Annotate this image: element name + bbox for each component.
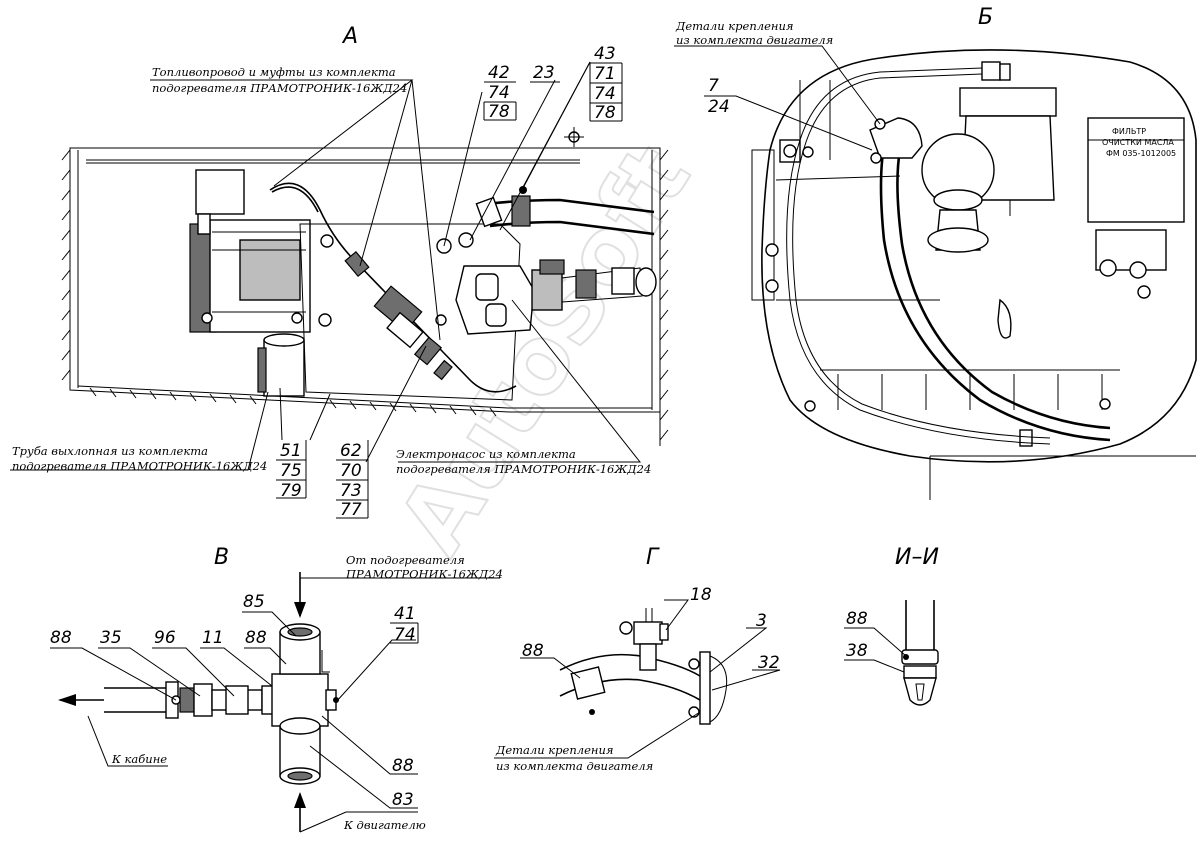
- electro-pump: [455, 259, 657, 335]
- callout-11: 11: [202, 628, 224, 648]
- view-v-title: В: [214, 545, 229, 570]
- svg-text:62: 62: [340, 441, 362, 461]
- view-b-title: Б: [978, 5, 993, 30]
- callout-23: 23: [533, 63, 555, 83]
- svg-text:73: 73: [340, 481, 362, 501]
- svg-text:78: 78: [488, 102, 510, 122]
- exhaust-note-2: подогревателя ПРАМОТРОНИК-16ЖД24: [12, 459, 267, 473]
- fuel-line-note-2: подогревателя ПРАМОТРОНИК-16ЖД24: [152, 81, 407, 95]
- callout-stack-41: 41 74: [390, 604, 419, 645]
- fuel-line: [269, 182, 517, 393]
- svg-text:7: 7: [708, 76, 719, 96]
- pump-note-2: подогревателя ПРАМОТРОНИК-16ЖД24: [396, 462, 651, 476]
- heater-hose: [869, 117, 1111, 442]
- view-a-wall-hatch: [61, 149, 669, 441]
- filter-plate-1: ФИЛЬТР: [1112, 127, 1146, 136]
- callout-stack-51: 51 75 79: [276, 440, 307, 501]
- svg-text:74: 74: [394, 625, 416, 645]
- engine-note-g-1: Детали крепления: [495, 743, 613, 757]
- from-heater-note-1: От подогревателя: [346, 553, 465, 567]
- svg-text:71: 71: [594, 64, 616, 84]
- callout-88-right: 88: [392, 756, 414, 776]
- callout-85: 85: [243, 592, 265, 612]
- callout-3: 3: [756, 611, 767, 631]
- callout-83: 83: [392, 790, 414, 810]
- svg-text:70: 70: [340, 461, 362, 481]
- fuel-line-note-1: Топливопровод и муфты из комплекта: [152, 65, 396, 79]
- svg-text:79: 79: [280, 481, 302, 501]
- exhaust-note-1: Труба выхлопная из комплекта: [12, 444, 208, 458]
- filter-plate-3: ФМ 035-1012005: [1106, 149, 1176, 158]
- view-g-title: Г: [646, 545, 660, 570]
- oil-filter: ФИЛЬТР ОЧИСТКИ МАСЛА ФМ 035-1012005: [959, 87, 1185, 299]
- view-b-outline: [761, 49, 1197, 463]
- svg-text:51: 51: [280, 441, 302, 461]
- svg-text:74: 74: [488, 83, 510, 103]
- filler-cap: [921, 133, 1012, 339]
- view-b: Б ФИЛЬТР ОЧИСТКИ МАСЛА ФМ 035-1012005: [674, 5, 1197, 500]
- view-ii: И–И 88 38: [844, 545, 939, 706]
- engine-note-2: из комплекта двигателя: [676, 33, 833, 47]
- callout-stack-42: 42 74 78: [483, 63, 517, 122]
- engine-note-1: Детали крепления: [675, 19, 793, 33]
- callout-32: 32: [758, 653, 780, 673]
- to-engine-label: К двигателю: [343, 818, 426, 832]
- svg-text:75: 75: [280, 461, 302, 481]
- view-v: В: [50, 545, 503, 833]
- heater-unit: [189, 169, 521, 401]
- from-heater-note-2: ПРАМОТРОНИК-16ЖД24: [345, 567, 503, 581]
- callout-35: 35: [100, 628, 122, 648]
- engine-note-g-2: из комплекта двигателя: [496, 759, 653, 773]
- callout-stack-7: 7 24: [704, 76, 736, 117]
- callout-88-top: 88: [245, 628, 267, 648]
- svg-text:78: 78: [594, 103, 616, 123]
- svg-text:43: 43: [594, 44, 616, 64]
- coolant-hose: [475, 186, 655, 236]
- callout-stack-62: 62 70 73 77: [336, 440, 369, 520]
- svg-text:42: 42: [488, 63, 510, 83]
- view-ii-title: И–И: [895, 545, 939, 570]
- exhaust-pipe: [257, 333, 305, 397]
- filter-plate-2: ОЧИСТКИ МАСЛА: [1102, 138, 1174, 147]
- svg-text:77: 77: [340, 500, 362, 520]
- callout-96: 96: [154, 628, 176, 648]
- callout-88-g: 88: [522, 641, 544, 661]
- callout-18: 18: [690, 585, 712, 605]
- callout-88-left: 88: [50, 628, 72, 648]
- svg-text:74: 74: [594, 84, 616, 104]
- view-a: А: [10, 24, 669, 520]
- callout-stack-43: 43 71 74 78: [589, 44, 623, 123]
- view-a-housing: [69, 147, 661, 413]
- callout-38: 38: [846, 641, 868, 661]
- view-a-leaders: [10, 61, 642, 471]
- pump-note-1: Электронасос из комплекта: [396, 447, 576, 461]
- to-cabin-label: К кабине: [111, 752, 167, 766]
- svg-text:24: 24: [708, 97, 730, 117]
- view-a-title: А: [341, 24, 358, 49]
- view-g: Г 18 88 3 32 Детали крепления из комплек…: [494, 545, 781, 773]
- callout-88-ii: 88: [846, 609, 868, 629]
- svg-text:41: 41: [394, 604, 416, 624]
